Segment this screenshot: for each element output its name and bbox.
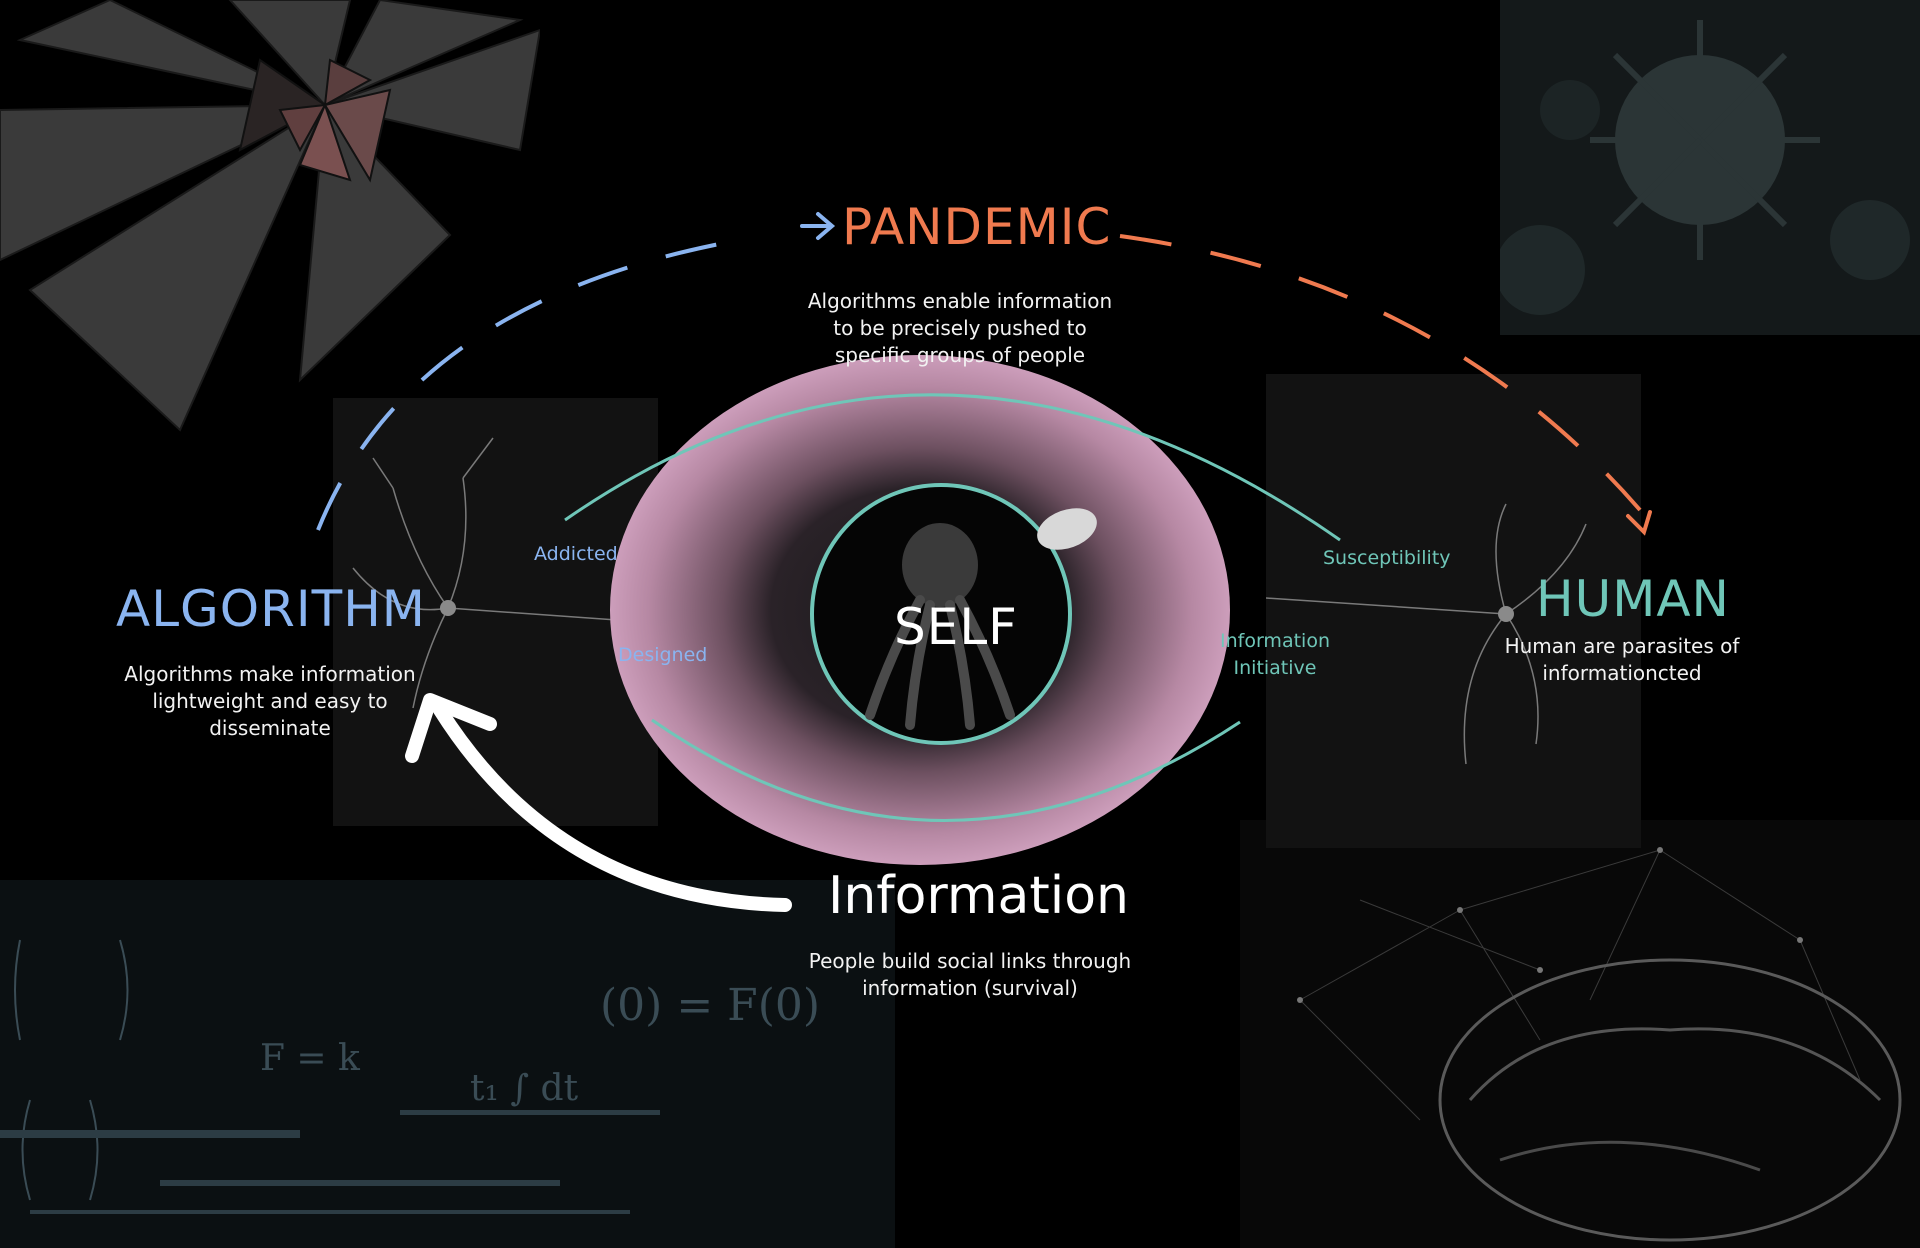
pandemic-title: PANDEMIC xyxy=(842,198,1112,256)
pandemic-desc-line: specific groups of people xyxy=(834,343,1086,367)
algorithm-desc: Algorithms make information lightweight … xyxy=(100,661,440,742)
math-formula-image: (0) = F(0) F = k t₁ ∫ dt xyxy=(0,880,895,1248)
svg-text:F = k: F = k xyxy=(260,1038,361,1079)
octopus-image xyxy=(850,515,1030,735)
algorithm-desc-line: lightweight and easy to xyxy=(152,689,388,713)
information-desc: People build social links through inform… xyxy=(780,948,1160,1002)
pupil xyxy=(810,483,1072,745)
pandemic-desc-line: to be precisely pushed to xyxy=(833,316,1087,340)
human-desc: Human are parasites of informationcted xyxy=(1482,633,1762,687)
virus-image xyxy=(1500,0,1920,335)
human-desc-line: Human are parasites of xyxy=(1504,634,1740,658)
information-title: Information xyxy=(828,866,1130,926)
addicted-label: Addicted xyxy=(534,543,618,565)
initiative-line: Information xyxy=(1220,630,1330,652)
human-title: HUMAN xyxy=(1536,570,1730,628)
human-desc-line: informationcted xyxy=(1542,661,1702,685)
brain-network-image xyxy=(1240,820,1920,1248)
pandemic-desc: Algorithms enable information to be prec… xyxy=(760,288,1160,369)
initiative-line: Initiative xyxy=(1233,657,1317,679)
algorithm-title: ALGORITHM xyxy=(116,580,426,638)
algorithm-desc-line: disseminate xyxy=(209,716,331,740)
svg-text:t₁ ∫ dt: t₁ ∫ dt xyxy=(470,1068,579,1109)
rose-chart-image xyxy=(0,0,540,440)
information-initiative-label: Information Initiative xyxy=(1200,628,1350,682)
designed-label: Designed xyxy=(618,644,708,666)
svg-text:(0) = F(0): (0) = F(0) xyxy=(600,980,820,1031)
susceptibility-label: Susceptibility xyxy=(1323,547,1451,569)
self-title: SELF xyxy=(894,598,1018,656)
algorithm-desc-line: Algorithms make information xyxy=(124,662,416,686)
information-desc-line: information (survival) xyxy=(862,976,1078,1000)
information-desc-line: People build social links through xyxy=(808,949,1132,973)
neuron-image-left xyxy=(333,398,658,826)
pandemic-desc-line: Algorithms enable information xyxy=(807,289,1113,313)
neuron-image-right xyxy=(1266,374,1641,848)
